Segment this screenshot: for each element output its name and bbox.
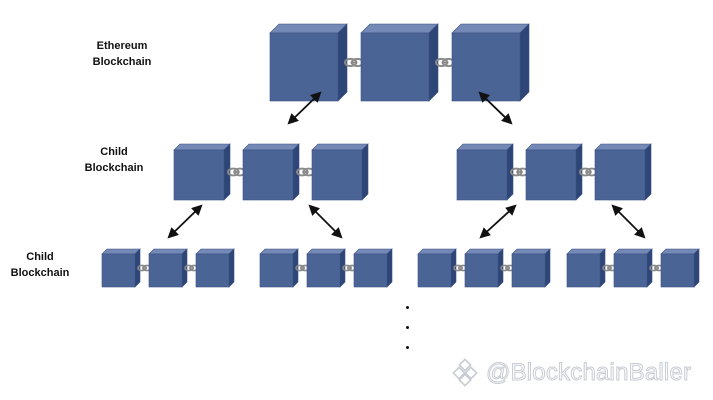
block-cube xyxy=(511,248,551,288)
block-cube xyxy=(464,248,504,288)
blockchain-chain xyxy=(259,248,393,288)
ellipsis-dot xyxy=(406,346,409,349)
chain-link-icon xyxy=(579,167,598,177)
ellipsis-dot xyxy=(406,326,409,329)
block-cube xyxy=(456,143,514,201)
blockchain-chain xyxy=(456,143,652,201)
watermark: @BlockchainBaller xyxy=(452,358,691,388)
bidirectional-arrow xyxy=(308,204,343,239)
chain-link-icon xyxy=(344,57,364,68)
chain-link-icon xyxy=(227,167,246,177)
block-cube xyxy=(101,248,141,288)
block-cube xyxy=(311,143,369,201)
label-child-blockchain-level-2: Child Blockchain xyxy=(2,249,78,281)
blockchain-chain xyxy=(101,248,235,288)
bidirectional-arrow xyxy=(287,91,322,125)
bidirectional-arrow xyxy=(479,204,517,239)
block-cube xyxy=(242,143,300,201)
bidirectional-arrow xyxy=(478,91,513,125)
label-child-blockchain-level-1: Child Blockchain xyxy=(76,144,152,176)
bidirectional-arrow xyxy=(167,204,203,239)
ellipsis-dot xyxy=(406,306,409,309)
label-line-2: Blockchain xyxy=(92,56,152,68)
block-cube xyxy=(451,23,530,102)
chain-link-icon xyxy=(296,167,315,177)
block-cube xyxy=(613,248,653,288)
block-cube xyxy=(566,248,606,288)
block-cube xyxy=(269,23,348,102)
block-cube xyxy=(148,248,188,288)
bidirectional-arrow xyxy=(611,204,646,239)
block-cube xyxy=(195,248,235,288)
blockchain-chain xyxy=(269,23,530,102)
block-cube xyxy=(353,248,393,288)
block-cube xyxy=(594,143,652,201)
block-cube xyxy=(306,248,346,288)
label-line-1: Child xyxy=(26,251,54,263)
block-cube xyxy=(417,248,457,288)
blockchain-chain xyxy=(566,248,700,288)
blockchain-chain xyxy=(173,143,369,201)
chain-link-icon xyxy=(510,167,529,177)
block-cube xyxy=(173,143,231,201)
label-line-1: Ethereum xyxy=(96,40,148,52)
diamond-logo-icon xyxy=(452,358,478,387)
block-cube xyxy=(259,248,299,288)
label-line-1: Child xyxy=(100,146,128,158)
block-cube xyxy=(360,23,439,102)
label-line-2: Blockchain xyxy=(10,267,70,279)
block-cube xyxy=(660,248,700,288)
block-cube xyxy=(525,143,583,201)
watermark-text: @BlockchainBaller xyxy=(485,359,692,387)
chain-link-icon xyxy=(435,57,455,68)
label-line-2: Blockchain xyxy=(84,162,144,174)
continuation-ellipsis xyxy=(402,306,414,366)
label-ethereum-blockchain: Ethereum Blockchain xyxy=(84,38,160,70)
blockchain-chain xyxy=(417,248,551,288)
